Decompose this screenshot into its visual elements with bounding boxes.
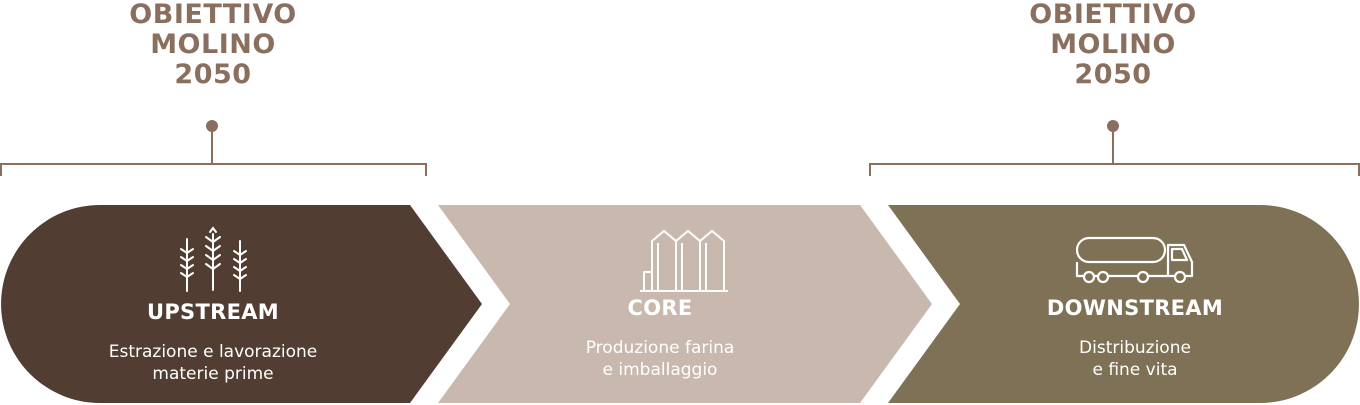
goal-label-right: OBIETTIVO MOLINO 2050 bbox=[993, 0, 1233, 90]
goal-line: 2050 bbox=[1074, 59, 1152, 90]
goal-line: OBIETTIVO bbox=[1029, 0, 1197, 30]
stage-title: DOWNSTREAM bbox=[1046, 296, 1224, 320]
goal-line: MOLINO bbox=[1050, 29, 1176, 60]
stage-shape-upstream bbox=[1, 205, 482, 403]
bracket-left bbox=[0, 120, 427, 176]
stage-title: CORE bbox=[627, 296, 693, 320]
stage-core: CORE Produzione farina e imballaggio bbox=[545, 296, 775, 381]
stage-subtitle: Produzione farina e imballaggio bbox=[545, 337, 775, 381]
tanker-truck-icon bbox=[1075, 236, 1194, 284]
stage-subtitle-line: e fine vita bbox=[1092, 360, 1178, 380]
stage-subtitle: Estrazione e lavorazione materie prime bbox=[73, 341, 353, 385]
stage-upstream: UPSTREAM Estrazione e lavorazione materi… bbox=[73, 300, 353, 385]
stage-subtitle-line: Distribuzione bbox=[1079, 338, 1191, 358]
stage-shape-downstream bbox=[888, 205, 1359, 403]
stage-subtitle-line: Produzione farina bbox=[585, 338, 735, 358]
goal-line: OBIETTIVO bbox=[129, 0, 297, 30]
goal-label-left: OBIETTIVO MOLINO 2050 bbox=[93, 0, 333, 90]
stage-subtitle: Distribuzione e fine vita bbox=[1000, 337, 1270, 381]
stage-subtitle-line: Estrazione e lavorazione bbox=[108, 342, 318, 362]
goal-line: MOLINO bbox=[150, 29, 276, 60]
stage-subtitle-line: materie prime bbox=[152, 364, 274, 384]
stage-subtitle-line: e imballaggio bbox=[602, 360, 718, 380]
goal-line: 2050 bbox=[174, 59, 252, 90]
stage-downstream: DOWNSTREAM Distribuzione e fine vita bbox=[1000, 296, 1270, 381]
bracket-right bbox=[869, 120, 1360, 176]
stage-title: UPSTREAM bbox=[147, 300, 279, 324]
stage-shape-core bbox=[438, 205, 932, 403]
wheat-icon bbox=[180, 226, 247, 292]
silo-icon bbox=[640, 230, 728, 292]
